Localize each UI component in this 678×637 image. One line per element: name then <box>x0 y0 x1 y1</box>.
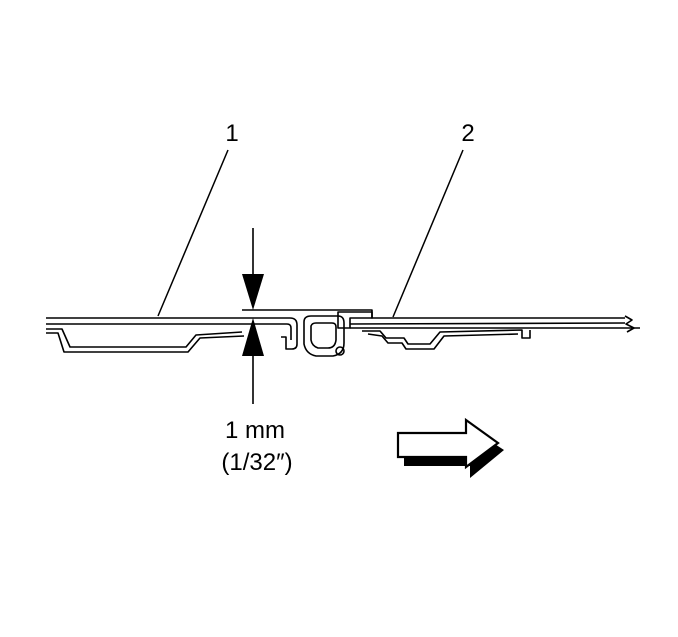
callout-1-leader <box>157 149 229 317</box>
top-arrow-head <box>242 274 264 310</box>
dimension-metric: 1 mm <box>225 417 285 444</box>
bottom-arrow-head <box>242 318 264 356</box>
seal-profile <box>258 311 373 357</box>
dimension-imperial: (1/32″) <box>221 449 292 476</box>
left-panel <box>46 317 258 353</box>
gap-dimension-arrows <box>242 228 264 404</box>
right-panel <box>345 309 640 350</box>
right-arrow-icon <box>396 417 504 478</box>
callout-2-label: 2 <box>461 120 474 147</box>
callout-1-label: 1 <box>225 120 238 147</box>
callout-2-leader <box>392 149 464 318</box>
